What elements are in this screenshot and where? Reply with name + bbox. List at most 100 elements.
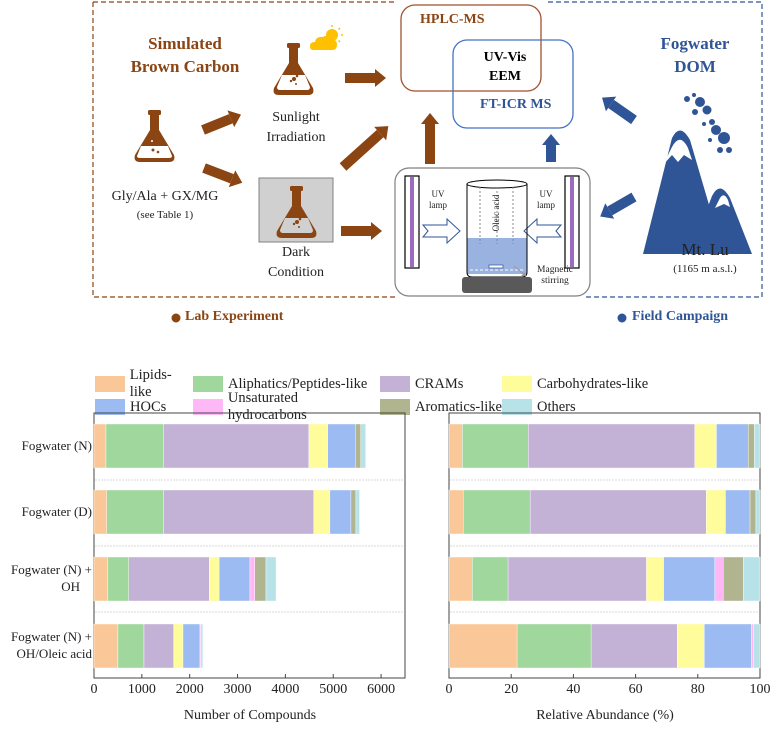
legend-label: Lipids-like <box>129 367 172 400</box>
legend-swatch <box>380 376 410 392</box>
bar-segment-lipids-like <box>448 556 473 602</box>
legend-label: Carbohydrates-like <box>537 375 649 392</box>
x-tick-label: 3000 <box>223 682 252 697</box>
legend-swatch <box>193 376 223 392</box>
x-tick-label: 6000 <box>367 682 396 697</box>
reactor-box <box>394 167 591 297</box>
magnetic-stirring-line1: Magnetic <box>537 265 573 275</box>
lab-title: Simulated Brown Carbon <box>110 32 260 78</box>
mountain-icon <box>643 93 752 254</box>
x-tick-label: 1000 <box>127 682 156 697</box>
uv-lamp-right-label: UV lamp <box>533 189 559 211</box>
uv-light-arrow-right-icon <box>523 217 563 245</box>
bar-segment-crams <box>163 489 315 535</box>
legend-swatch <box>502 399 532 415</box>
x-tick-label: 20 <box>504 682 519 697</box>
bar-segment-lipids-like <box>93 423 107 469</box>
bar-segment-hocs <box>704 623 752 669</box>
legend-item-crams: CRAMs <box>380 376 502 393</box>
bar-segment-crams <box>128 556 210 602</box>
altitude-label: (1165 m a.s.l.) <box>673 263 737 275</box>
bar-segment-carbohydrates-like <box>705 489 726 535</box>
legend-item-aromatics: Aromatics-like <box>380 399 502 416</box>
fog-droplets-icon <box>684 93 732 153</box>
category-label-fogwater-n-oh-oleic: Fogwater (N) +OH/Oleic acid <box>2 628 92 662</box>
bar-segment-others <box>755 489 761 535</box>
oleic-acid-label: Oleic acid <box>491 194 501 232</box>
legend-label: Aliphatics/Peptides-like <box>228 375 368 392</box>
bar-segment-hocs <box>663 556 716 602</box>
bar-segment-lipids-like <box>448 623 518 669</box>
sunlight-label: Sunlight Irradiation <box>250 108 342 148</box>
bar-segment-aliphatics-peptides-like <box>472 556 509 602</box>
bar-segment-hocs <box>716 423 749 469</box>
bar-segment-hocs <box>329 489 352 535</box>
bar-segment-hocs <box>725 489 751 535</box>
bar-segment-lipids-like <box>93 623 119 669</box>
field-title-line1: Fogwater <box>660 34 730 53</box>
arrow-dark-to-reactor <box>341 222 382 240</box>
x-tick-label: 0 <box>90 682 98 697</box>
x-tick-label: 40 <box>566 682 581 697</box>
bar-segment-carbohydrates-like <box>677 623 705 669</box>
bar-segment-others <box>200 623 204 669</box>
bar-segment-lipids-like <box>448 489 464 535</box>
x-tick-label: 4000 <box>271 682 300 697</box>
schematic-diagram <box>92 1 763 323</box>
x-tick-label: 60 <box>628 682 643 697</box>
dark-label-line1: Dark <box>282 245 310 260</box>
arrow-sunlight-path-to-analysis <box>339 126 389 171</box>
field-campaign-boundary <box>548 1 763 298</box>
arrow-field-to-fticr <box>602 96 637 125</box>
category-label-line: Fogwater (N) + <box>11 562 92 577</box>
bar-segment-crams <box>528 423 695 469</box>
legend-label: Others <box>537 398 576 415</box>
dark-label-line2: Condition <box>267 265 324 280</box>
legend-swatch <box>95 399 125 415</box>
reaction-vessel-icon <box>462 179 532 293</box>
uv-lamp-right-line2: lamp <box>537 200 555 210</box>
lab-experiment-boundary <box>92 1 395 298</box>
flask-icon-sunlight <box>273 43 314 95</box>
bar-segment-aromatics-like <box>747 423 755 469</box>
legend-item-carbohydrates: Carbohydrates-like <box>502 376 648 393</box>
legend-item-others: Others <box>502 399 576 416</box>
category-label-line: Fogwater (N) <box>21 438 92 453</box>
uv-lamp-left-line2: lamp <box>429 200 447 210</box>
legend-label: Unsaturated hydrocarbons <box>227 390 307 423</box>
bar-segment-hocs <box>218 556 251 602</box>
x-tick-label: 5000 <box>319 682 348 697</box>
uv-lamp-left-label: UV lamp <box>425 189 451 211</box>
bar-segment-others <box>753 623 761 669</box>
category-label-fogwater-n: Fogwater (N) <box>2 437 92 454</box>
flow-arrows-field <box>542 96 637 219</box>
uv-light-arrow-left-icon <box>421 217 461 245</box>
legend-item-lipids: Lipids-like <box>95 367 193 401</box>
plot-frame-right <box>448 412 761 679</box>
bar-segment-aliphatics-peptides-like <box>107 556 129 602</box>
bar-segment-carbohydrates-like <box>313 489 331 535</box>
bar-segment-aliphatics-peptides-like <box>462 423 529 469</box>
arrow-reactor-to-hplc <box>421 113 439 164</box>
bar-segment-aliphatics-peptides-like <box>106 489 164 535</box>
bar-segment-crams <box>143 623 174 669</box>
arrow-field-to-reactor <box>600 192 637 219</box>
hplc-ms-box <box>400 4 542 92</box>
lab-experiment-bullet-icon <box>171 313 181 323</box>
arrow-to-dark <box>202 163 243 188</box>
x-axis-title-left: Number of Compounds <box>183 708 317 723</box>
arrow-reactor-to-fticr <box>542 134 560 162</box>
bar-segment-aromatics-like <box>350 489 357 535</box>
bar-segment-hocs <box>182 623 201 669</box>
bar-segment-crams <box>163 423 310 469</box>
uv-lamp-right-line1: UV <box>539 189 553 199</box>
bar-segment-lipids-like <box>93 489 107 535</box>
bar-segment-hocs <box>327 423 356 469</box>
field-title: Fogwater DOM <box>640 32 750 78</box>
x-tick-label: 80 <box>690 682 705 697</box>
bar-segment-others <box>360 423 366 469</box>
category-label-fogwater-n-oh: Fogwater (N) +OH <box>2 561 92 595</box>
uvvis-eem-label: UV-Vis EEM <box>470 48 540 86</box>
bar-segment-aliphatics-peptides-like <box>516 623 592 669</box>
bar-segment-crams <box>590 623 678 669</box>
